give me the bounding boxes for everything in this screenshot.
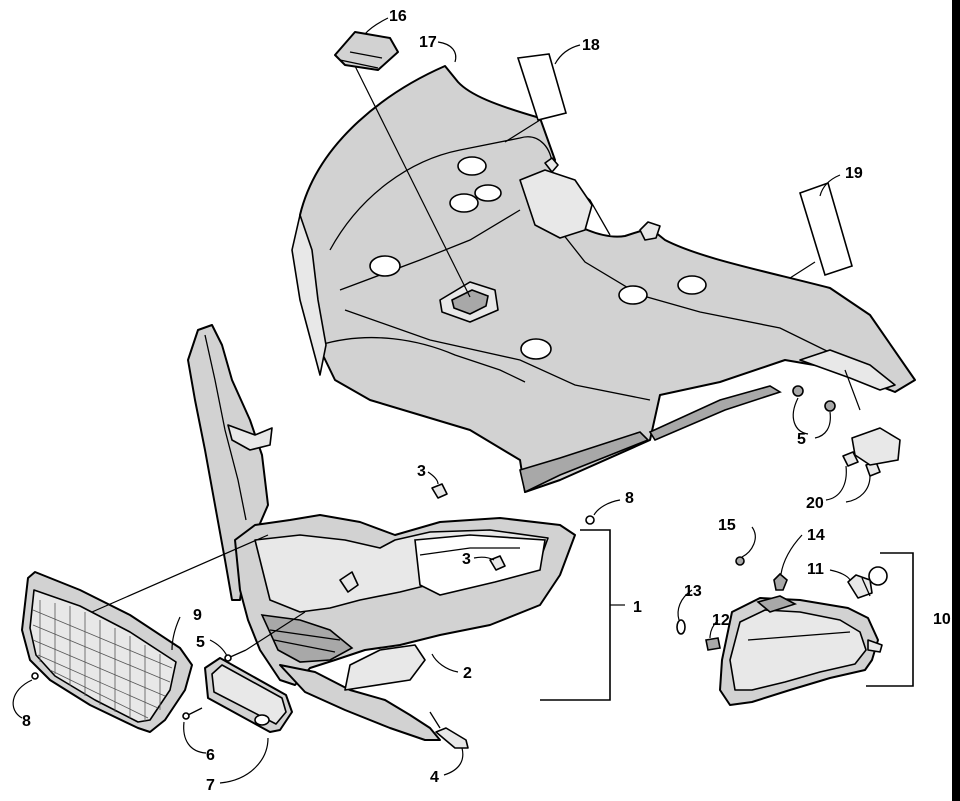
socket-part-14 — [773, 572, 788, 591]
badge-part-16 — [334, 31, 399, 71]
callout-18: 18 — [582, 37, 600, 54]
callout-5-left: 5 — [196, 634, 205, 651]
grille-mesh — [32, 600, 173, 722]
bolt-part-4 — [435, 727, 469, 749]
rivet-part-8-lower — [31, 672, 39, 680]
insert-panel-part-7 — [204, 657, 293, 733]
front-bumper-part-2 — [187, 324, 576, 741]
callout-labels: 16 17 18 19 5 20 3 8 3 1 2 4 9 5 6 7 8 1… — [22, 8, 951, 794]
screw-part-5-right-a — [792, 385, 804, 397]
decal-part-18 — [516, 53, 567, 121]
o-ring-part-13 — [676, 619, 686, 635]
grille-part-9 — [21, 571, 193, 733]
callout-3-upper: 3 — [417, 463, 426, 480]
callout-12: 12 — [712, 612, 730, 629]
callout-19: 19 — [845, 165, 863, 182]
clip-part-20-a — [842, 451, 859, 467]
callout-17: 17 — [419, 34, 437, 51]
callout-10: 10 — [933, 611, 951, 628]
callout-4: 4 — [430, 769, 439, 786]
callout-3-lower: 3 — [462, 551, 471, 568]
callout-13: 13 — [684, 583, 702, 600]
leader-lines — [12, 17, 914, 784]
screw-part-5-left — [224, 649, 247, 662]
headlight-assembly-part-10 — [719, 595, 883, 706]
clip-part-12 — [705, 637, 721, 651]
callout-6: 6 — [206, 747, 215, 764]
callout-5-right: 5 — [797, 431, 806, 448]
rivet-part-8-upper — [585, 515, 595, 525]
callout-7: 7 — [206, 777, 215, 794]
mount-bracket — [851, 427, 901, 466]
front-fender-rack-part-17 — [291, 65, 916, 494]
callout-8-lower: 8 — [22, 713, 31, 730]
callout-11: 11 — [807, 561, 824, 578]
bulb-part-11 — [847, 566, 888, 599]
decal-part-19 — [799, 181, 853, 277]
callout-8-upper: 8 — [625, 490, 634, 507]
screw-part-5-right-b — [824, 400, 836, 412]
callout-14: 14 — [807, 527, 825, 544]
callout-1: 1 — [633, 599, 642, 616]
callout-15: 15 — [718, 517, 736, 534]
callout-2: 2 — [463, 665, 472, 682]
nut-part-15 — [735, 556, 745, 566]
clip-part-3-upper — [431, 483, 448, 499]
image-border-edge — [952, 0, 960, 801]
callout-20: 20 — [806, 495, 824, 512]
screw-part-6 — [182, 707, 203, 720]
callout-9: 9 — [193, 607, 202, 624]
callout-16: 16 — [389, 8, 407, 25]
